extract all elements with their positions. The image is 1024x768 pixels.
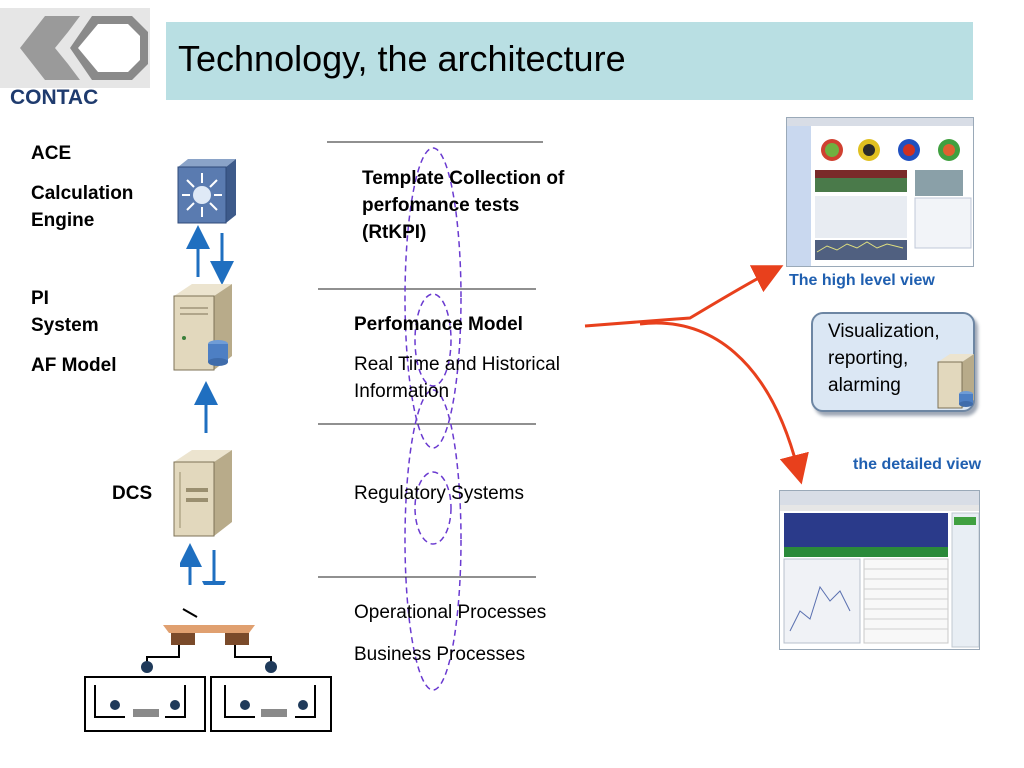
calc-engine-label-line2: Engine — [31, 210, 95, 231]
calc-engine-label-line1: Calculation — [31, 183, 134, 204]
template-text-line2: perfomance tests — [362, 195, 520, 216]
detailed-view-caption: the detailed view — [853, 456, 982, 473]
red-arrows — [584, 265, 809, 485]
pi-label-line1: PI — [31, 288, 49, 309]
contac-logo — [0, 8, 150, 88]
realtime-text-line1: Real Time and Historical — [354, 354, 560, 375]
layer-separators — [318, 141, 543, 578]
small-dashed-ellipse-lower — [414, 471, 452, 545]
small-dashed-ellipse-upper — [414, 293, 452, 387]
high-level-view-screenshot — [786, 117, 974, 267]
template-text-line3: (RtKPI) — [362, 222, 427, 243]
business-text: Business Processes — [354, 644, 526, 665]
flow-arrows — [180, 225, 234, 585]
ace-label: ACE — [31, 143, 72, 164]
arrow-to-detailed-view — [639, 321, 809, 485]
operational-text: Operational Processes — [354, 602, 547, 623]
vis-text-line3: alarming — [828, 375, 901, 396]
slide-title: Technology, the architecture — [178, 38, 626, 79]
vis-text-line1: Visualization, — [828, 321, 940, 342]
visualization-server-icon — [937, 354, 974, 409]
pi-label-line2: System — [31, 315, 99, 336]
logo-text: CONTAC — [10, 86, 99, 109]
large-dashed-ellipse-top — [404, 147, 462, 449]
pi-server-icon — [173, 284, 232, 371]
af-model-label: AF Model — [31, 355, 117, 376]
vis-text-line2: reporting, — [828, 348, 909, 369]
detailed-view-screenshot — [779, 490, 980, 650]
performance-model-text: Perfomance Model — [354, 314, 523, 335]
calculation-engine-icon — [177, 159, 236, 224]
visualization-text: Visualization, reporting, alarming — [828, 318, 940, 399]
realtime-text-line2: Information — [354, 381, 450, 402]
high-level-view-caption: The high level view — [789, 272, 935, 289]
field-equipment-drawing — [84, 608, 332, 732]
large-dashed-ellipse-bottom — [404, 389, 462, 691]
regulatory-text: Regulatory Systems — [354, 483, 525, 504]
dcs-server-icon — [173, 450, 232, 537]
arrow-to-high-level-view — [584, 265, 784, 328]
dashed-ellipses — [404, 147, 462, 691]
template-text-line1: Template Collection of — [362, 168, 565, 189]
title-bar — [166, 22, 973, 100]
dcs-label: DCS — [112, 483, 153, 504]
